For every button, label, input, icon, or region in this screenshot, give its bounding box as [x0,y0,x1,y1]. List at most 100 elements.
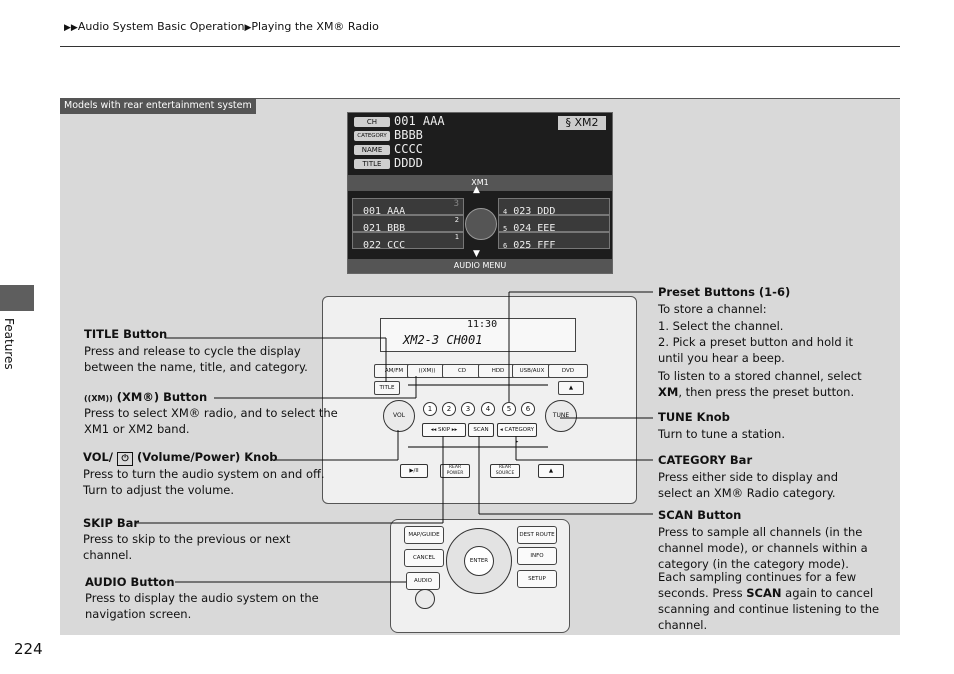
preset-listen: To listen to a stored channel, select XM… [658,368,888,400]
name-label: NAME [354,145,390,155]
preset-step-1: 1. Select the channel. [658,319,784,333]
down-arrow-icon[interactable]: ▼ [473,249,480,259]
scan-text2-pre: Each sampling continues for a few second… [658,570,857,600]
xm-button-heading: ((XM)) (XM®) Button [84,389,207,407]
scan-button-text: Press to sample all channels (in the cha… [658,525,868,571]
interface-dial[interactable] [446,528,512,594]
disc-slot-2 [408,446,548,448]
preset-num: 6 [503,242,508,250]
setup-button[interactable]: SETUP [517,570,557,588]
enter-button[interactable]: ENTER [464,546,494,576]
rear-eject-button[interactable]: ▲ [538,464,564,478]
skip-bar-heading: SKIP Bar [83,516,140,530]
preset-num: 2 [454,216,459,224]
preset-button-6[interactable]: 6 [521,402,535,416]
category-bar-text: Press either side to display and select … [658,470,838,500]
preset-ch: 025 [513,240,532,251]
audio-lcd: 11:30 XM2-3 CH001 [380,318,576,352]
info-button[interactable]: INFO [517,547,557,565]
rear-power-button[interactable]: REAR POWER [440,464,470,478]
category-label: CATEGORY [354,131,390,141]
title-label: TITLE [354,159,390,169]
preset-num: 4 [503,208,508,216]
category-bar[interactable]: ◂ CATEGORY ▸ [497,423,537,445]
preset-listen-post: , then press the preset button. [678,385,855,399]
disc-slot [408,384,548,386]
map-guide-button[interactable]: MAP/GUIDE [404,526,444,544]
preset-name: BBB [387,223,406,234]
audio-button-text: Press to display the audio system on the… [85,591,319,621]
skip-bar[interactable]: ◂◂ SKIP ▸▸ [422,423,466,437]
preset-row[interactable]: 021 BBB 2 [352,215,464,234]
up-arrow-icon[interactable]: ▲ [473,185,480,195]
rear-source-button[interactable]: REAR SOURCE [490,464,520,478]
ch-value: 001 AAA [394,114,445,128]
preset-ch: 024 [513,223,532,234]
category-bar-heading: CATEGORY Bar [658,453,753,467]
preset-num: 5 [503,225,508,233]
am-fm-button[interactable]: AM/FM [374,364,414,378]
tune-knob[interactable]: TUNE [545,400,577,432]
category-value: BBBB [394,128,423,142]
scan-button[interactable]: SCAN [468,423,494,437]
dvd-button[interactable]: DVD [548,364,588,378]
vol-power-knob[interactable]: VOL [383,400,415,432]
xm-button-text: Press to select XM® radio, and to select… [84,406,338,436]
title-button-text: Press and release to cycle the display b… [84,344,308,374]
vol-knob-heading: VOL/ ⏻ (Volume/Power) Knob [83,449,278,466]
header-rule [60,46,900,47]
tune-knob-heading: TUNE Knob [658,410,730,424]
preset-button-1[interactable]: 1 [423,402,437,416]
nav-screen: CH 001 AAA CATEGORY BBBB NAME CCCC TITLE… [347,112,613,274]
band-header: XM1 [348,175,612,191]
preset-button-2[interactable]: 2 [442,402,456,416]
preset-button-3[interactable]: 3 [461,402,475,416]
dest-route-button[interactable]: DEST ROUTE [517,526,557,544]
preset-name: CCC [387,240,406,251]
preset-row[interactable]: 5 024 EEE [498,215,610,234]
vol-heading-pre: VOL/ [83,450,114,464]
preset-name: AAA [387,206,406,217]
breadcrumb-arrow-icon: ▶ [244,23,252,33]
side-tab-marker [0,285,34,311]
audio-menu-footer[interactable]: AUDIO MENU [348,259,612,273]
power-icon: ⏻ [117,452,134,466]
tune-knob-text: Turn to tune a station. [658,427,785,441]
nav-knob-icon[interactable] [415,589,435,609]
models-tag: Models with rear entertainment system [60,98,256,114]
name-value: CCCC [394,142,423,156]
preset-button-5[interactable]: 5 [502,402,516,416]
band-value: XM2 [574,116,599,129]
band-indicator: § XM2 [558,116,606,130]
eject-button[interactable]: ▲ [558,381,584,395]
play-pause-button[interactable]: ▶/II [400,464,428,478]
preset-button-4[interactable]: 4 [481,402,495,416]
cancel-button[interactable]: CANCEL [404,549,444,567]
preset-ch: 022 [363,240,382,251]
preset-buttons-heading: Preset Buttons (1-6) [658,285,791,299]
preset-row[interactable]: 022 CCC 1 [352,232,464,251]
lcd-text: XM2-3 CH001 [403,333,483,347]
title-button[interactable]: TITLE [374,381,400,395]
vol-knob-text: Press to turn the audio system on and of… [83,467,325,497]
xm-icon: § [565,116,575,129]
preset-name: EEE [537,223,556,234]
preset-intro: To store a channel: [658,302,767,316]
page-number: 224 [14,640,43,658]
skip-bar-text: Press to skip to the previous or next ch… [83,532,291,562]
breadcrumb-item-2[interactable]: Playing the XM® Radio [251,20,379,33]
preset-ch: 021 [363,223,382,234]
preset-listen-bold: XM [658,385,679,399]
xm-heading-text: (XM®) Button [116,390,208,404]
preset-ch: 001 [363,206,382,217]
scan-text2-post: again to cancel scanning and continue li… [658,586,880,632]
breadcrumb-item-1[interactable]: Audio System Basic Operation [77,20,245,33]
audio-button-heading: AUDIO Button [85,575,175,589]
title-button-heading: TITLE Button [84,327,168,341]
lcd-time: 11:30 [467,319,498,330]
preset-num: 1 [454,233,459,241]
